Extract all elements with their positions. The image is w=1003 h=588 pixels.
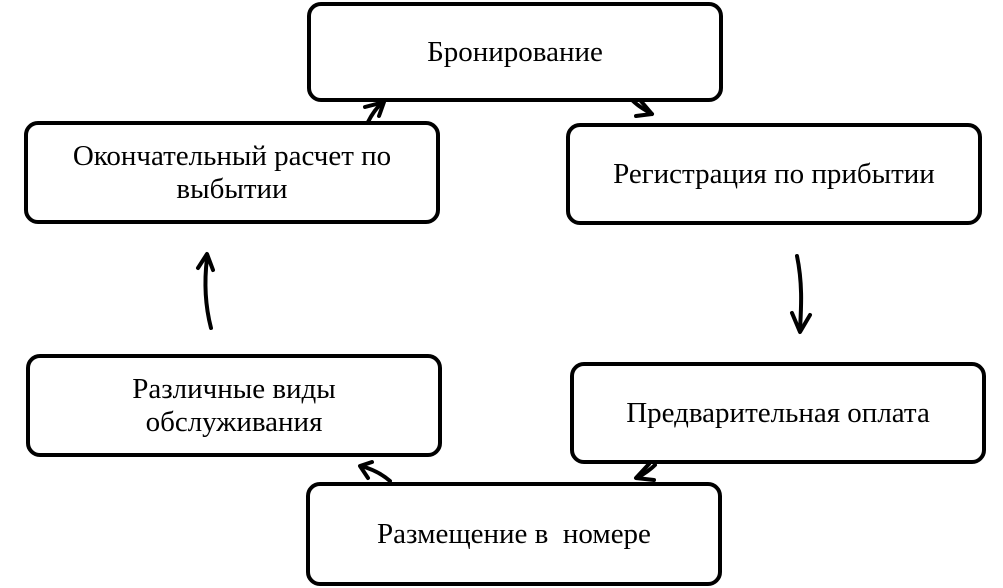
node-services-label: Различные виды обслуживания <box>132 372 336 438</box>
node-checkin: Регистрация по прибытии <box>566 123 982 225</box>
node-booking: Бронирование <box>307 2 723 102</box>
node-prepay-label: Предварительная оплата <box>626 396 930 429</box>
arrow-prepay-to-placement <box>634 462 657 482</box>
node-checkout: Окончательный расчет по выбытии <box>24 121 440 224</box>
node-booking-label: Бронирование <box>427 35 603 68</box>
arrow-checkout-to-booking <box>363 100 386 124</box>
node-placement: Размещение в номере <box>306 482 722 586</box>
node-prepay: Предварительная оплата <box>570 362 986 464</box>
node-services: Различные виды обслуживания <box>26 354 442 457</box>
node-placement-label: Размещение в номере <box>377 517 651 550</box>
arrow-booking-to-checkin <box>630 98 654 118</box>
node-checkin-label: Регистрация по прибытии <box>613 157 935 190</box>
arrow-checkin-to-prepay <box>790 254 812 334</box>
node-checkout-label: Окончательный расчет по выбытии <box>72 139 392 205</box>
arrow-placement-to-services <box>358 460 392 483</box>
arrow-services-to-checkout <box>196 252 215 330</box>
